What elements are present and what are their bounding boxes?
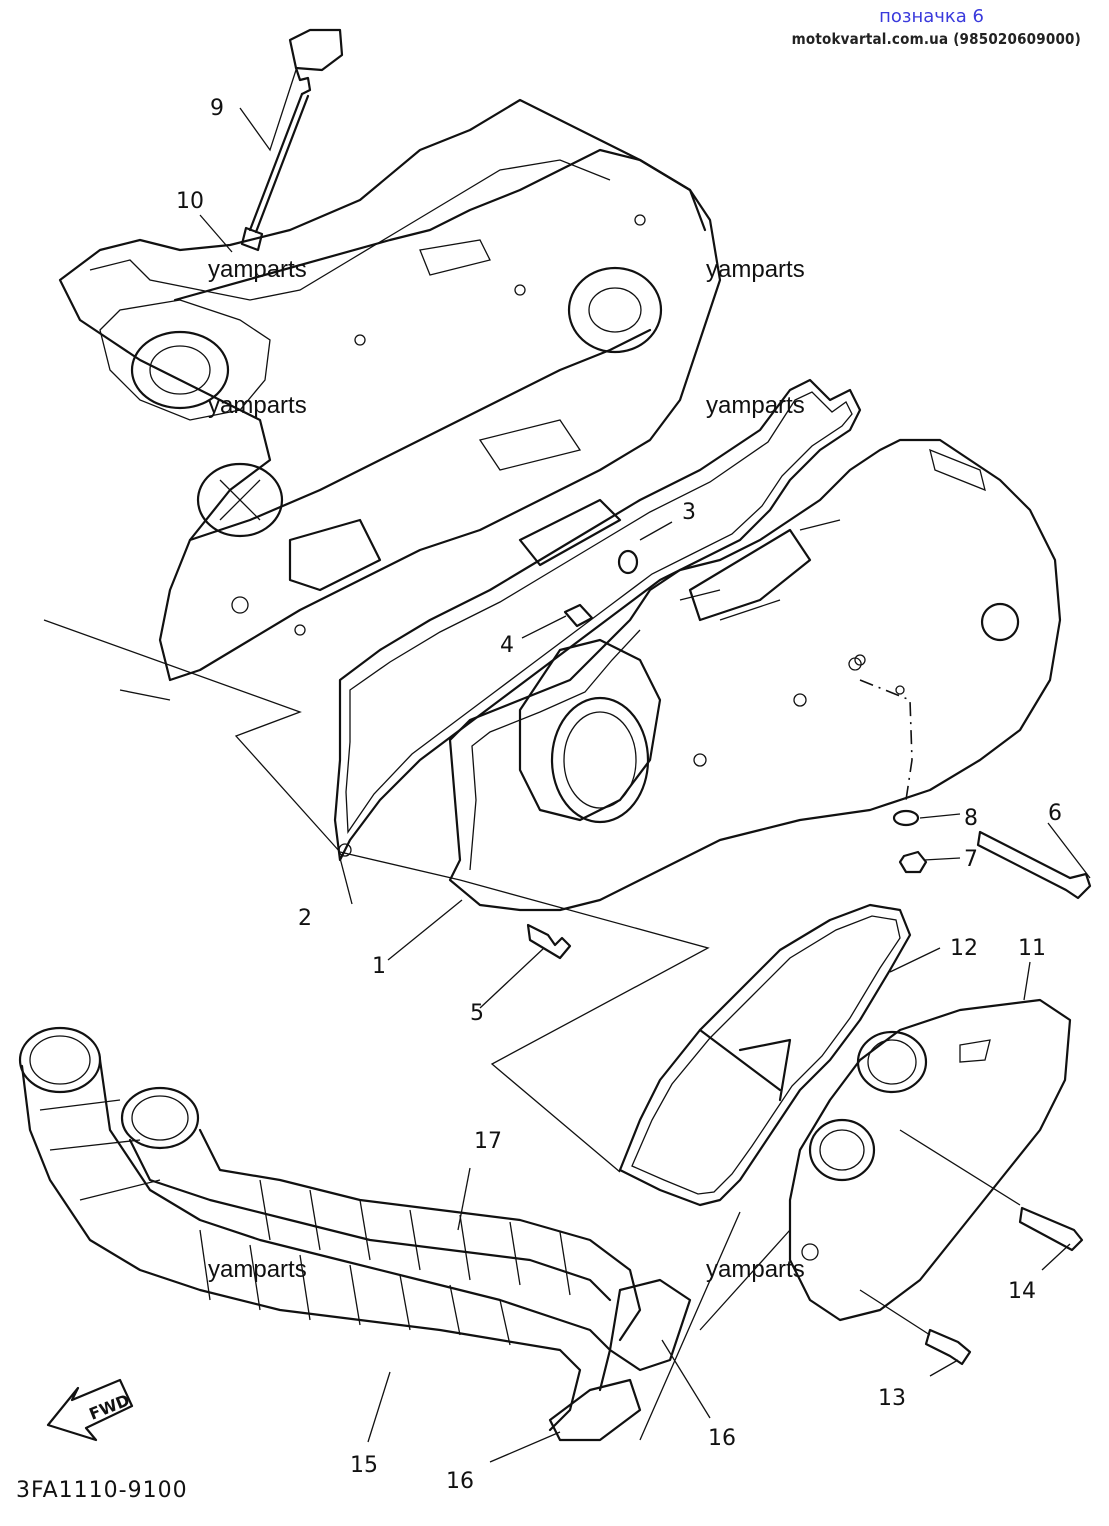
callout-9: 9 — [210, 96, 224, 121]
callout-13: 13 — [878, 1386, 906, 1411]
fwd-label: FWD — [86, 1390, 132, 1423]
callout-7: 7 — [964, 847, 978, 872]
watermark: yamparts — [208, 256, 307, 283]
air-duct-15 — [18, 1026, 692, 1442]
gasket-12 — [618, 903, 912, 1207]
callout-14: 14 — [1008, 1279, 1036, 1304]
callout-1: 1 — [372, 954, 386, 979]
callout-4: 4 — [500, 633, 514, 658]
callout-6: 6 — [1048, 801, 1062, 826]
header-site: motokvartal.com.ua (985020609000) — [791, 30, 1081, 48]
watermark: yamparts — [706, 1256, 805, 1283]
callout-2: 2 — [298, 906, 312, 931]
callout-11: 11 — [1018, 936, 1046, 961]
watermark: yamparts — [208, 392, 307, 419]
callout-8: 8 — [964, 806, 978, 831]
watermark: yamparts — [706, 392, 805, 419]
callout-5: 5 — [470, 1001, 484, 1026]
fwd-arrow-icon: FWD — [46, 1378, 134, 1442]
crankcase-cover-1 — [448, 438, 1062, 912]
callout-16a: 16 — [708, 1426, 736, 1451]
callout-3: 3 — [682, 500, 696, 525]
dipstick-9 — [240, 28, 344, 252]
diagram-code: 3FA1110-9100 — [16, 1478, 188, 1503]
cover-11 — [788, 998, 1084, 1366]
callout-numbers: 1 2 3 4 5 6 7 8 9 10 11 12 13 14 15 16 1… — [176, 96, 1062, 1494]
gasket-2 — [333, 378, 862, 862]
crankcase-outline — [58, 98, 722, 682]
callout-15: 15 — [350, 1453, 378, 1478]
reference-lines — [43, 69, 1091, 1463]
callout-17: 17 — [474, 1129, 502, 1154]
small-parts — [526, 549, 1092, 960]
watermark: yamparts — [706, 256, 805, 283]
callout-12: 12 — [950, 936, 978, 961]
watermark: yamparts — [208, 1256, 307, 1283]
callout-16b: 16 — [446, 1469, 474, 1494]
callout-10: 10 — [176, 189, 204, 214]
header-badge: позначка 6 — [879, 6, 984, 27]
